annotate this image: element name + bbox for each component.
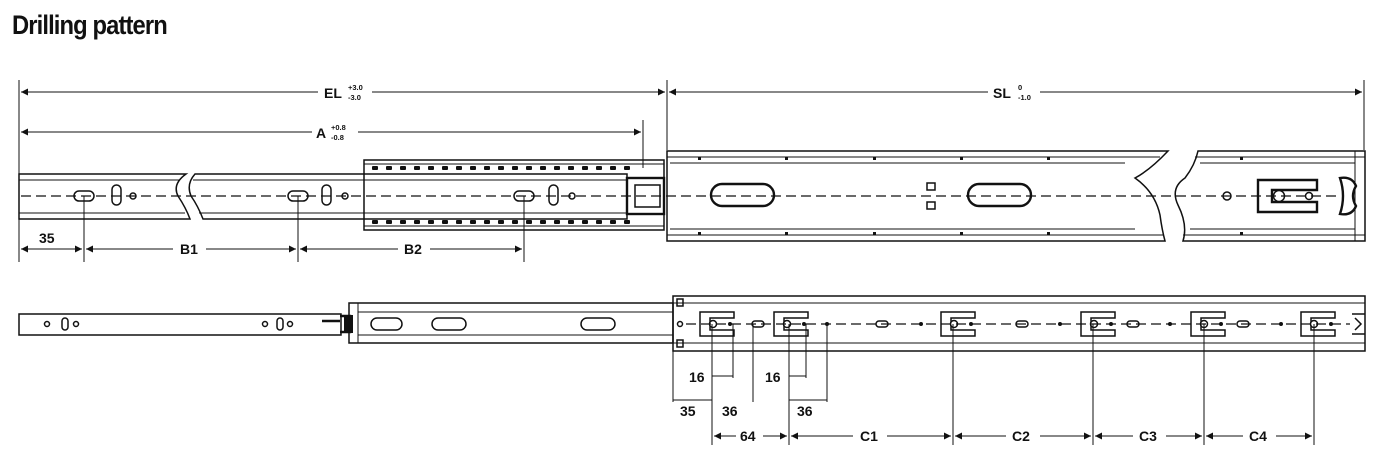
dimension-el-label: EL — [324, 85, 342, 101]
slide-side-view — [18, 295, 1366, 352]
dimension-b1: B1 — [180, 241, 198, 257]
dimension-sl: SL 0 -1.0 — [993, 83, 1031, 102]
dimension-c2: C2 — [1012, 428, 1030, 444]
dimension-pitch: 64 — [740, 428, 756, 444]
dimension-gap1: 16 — [689, 369, 705, 385]
page-title: Drilling pattern — [12, 10, 168, 40]
overall-dimension-lines: EL +3.0 -3.0 SL 0 -1.0 A +0.8 -0.8 — [18, 80, 1365, 262]
dimension-el-tol-minus: -3.0 — [348, 93, 361, 102]
dimension-span2: 36 — [797, 403, 813, 419]
dimension-span1: 36 — [722, 403, 738, 419]
dimension-sl-tol-plus: 0 — [1018, 83, 1022, 92]
dimension-gap2: 16 — [765, 369, 781, 385]
dimension-sl-tol-minus: -1.0 — [1018, 93, 1031, 102]
dimension-b2: B2 — [404, 241, 422, 257]
dimension-el-tol-plus: +3.0 — [348, 83, 363, 92]
slide-top-view: 35 B1 B2 — [18, 150, 1366, 262]
cabinet-member — [666, 150, 1366, 242]
dimension-el: EL +3.0 -3.0 — [324, 83, 363, 102]
dimension-c3: C3 — [1139, 428, 1157, 444]
dimension-bottom-offset: 35 — [680, 403, 696, 419]
dimension-c4: C4 — [1249, 428, 1267, 444]
dimension-a: A +0.8 -0.8 — [316, 123, 346, 142]
dimension-c1: C1 — [860, 428, 878, 444]
side-view-dimensions: 16 16 35 36 36 64 C1 C2 C3 C4 — [672, 324, 1315, 445]
ball-bearing-cage — [363, 159, 666, 231]
dimension-a-label: A — [316, 125, 326, 141]
dimension-a-tol-plus: +0.8 — [331, 123, 346, 132]
dimension-a-tol-minus: -0.8 — [331, 133, 344, 142]
dimension-sl-label: SL — [993, 85, 1011, 101]
dimension-top-offset: 35 — [39, 230, 55, 246]
